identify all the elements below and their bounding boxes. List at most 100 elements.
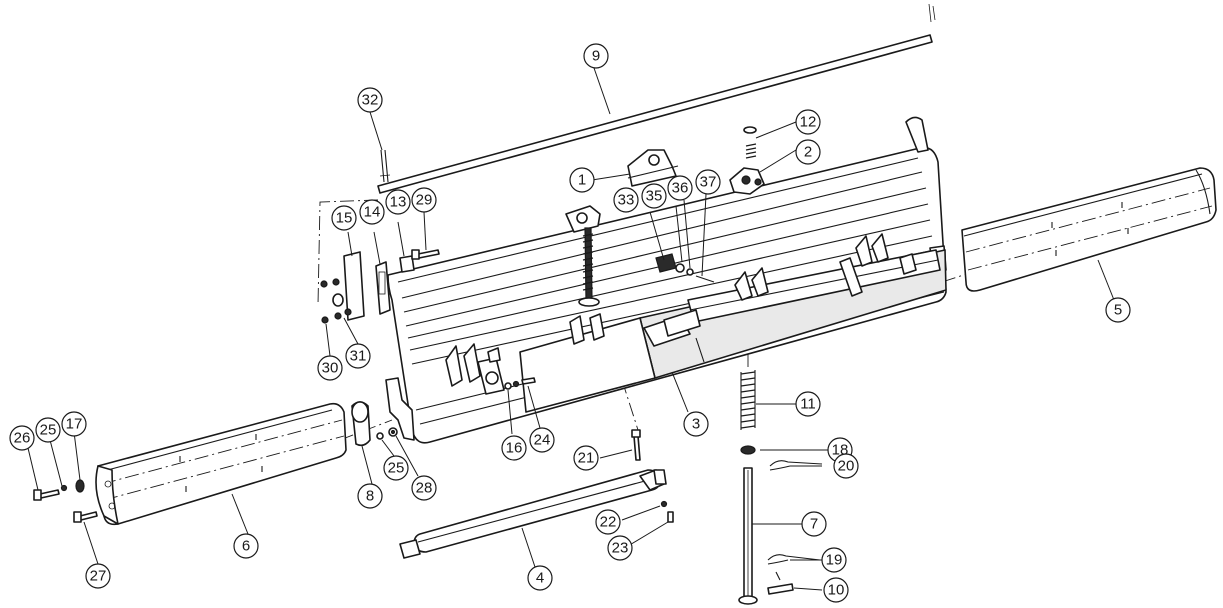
callout-35: 35 bbox=[641, 183, 667, 209]
brackets-13-15 bbox=[343, 251, 415, 321]
shaft-part-4 bbox=[399, 469, 667, 559]
callout-11: 11 bbox=[795, 391, 821, 417]
svg-text:27: 27 bbox=[90, 568, 107, 585]
svg-text:31: 31 bbox=[350, 348, 367, 365]
rod-part-7 bbox=[738, 467, 758, 605]
svg-text:17: 17 bbox=[66, 416, 83, 433]
callouts: 1 2 3 4 5 6 7 8 9 10 11 12 13 14 15 16 1… bbox=[9, 43, 1131, 603]
svg-text:36: 36 bbox=[672, 180, 689, 197]
svg-text:33: 33 bbox=[618, 192, 635, 209]
callout-7: 7 bbox=[801, 511, 827, 537]
svg-text:21: 21 bbox=[578, 450, 595, 467]
svg-text:16: 16 bbox=[506, 440, 523, 457]
svg-text:14: 14 bbox=[364, 204, 381, 221]
svg-text:28: 28 bbox=[416, 480, 433, 497]
washer-part-18 bbox=[740, 445, 756, 455]
callout-25-left: 25 bbox=[35, 417, 61, 443]
callout-3: 3 bbox=[683, 411, 709, 437]
svg-text:19: 19 bbox=[826, 552, 843, 569]
threaded-rod bbox=[582, 233, 594, 291]
svg-text:3: 3 bbox=[692, 416, 700, 433]
hardware-17-26-27 bbox=[33, 479, 98, 523]
clip-part-19 bbox=[767, 554, 821, 565]
callout-6: 6 bbox=[233, 533, 259, 559]
callout-12: 12 bbox=[795, 109, 821, 135]
callout-9: 9 bbox=[583, 43, 609, 69]
callout-17: 17 bbox=[61, 411, 87, 437]
svg-text:25: 25 bbox=[40, 422, 57, 439]
callout-19: 19 bbox=[821, 547, 847, 573]
hardware-22-23 bbox=[660, 500, 674, 523]
callout-20: 20 bbox=[833, 453, 859, 479]
callout-2: 2 bbox=[795, 139, 821, 165]
svg-text:11: 11 bbox=[800, 396, 816, 413]
callout-23: 23 bbox=[607, 535, 633, 561]
svg-text:20: 20 bbox=[838, 458, 855, 475]
callout-8: 8 bbox=[357, 483, 383, 509]
callout-5: 5 bbox=[1105, 297, 1131, 323]
bracket-part-1 bbox=[627, 149, 679, 187]
extension-part-6 bbox=[95, 402, 347, 526]
rod-part-9 bbox=[377, 3, 936, 194]
callout-25-right: 25 bbox=[383, 455, 409, 481]
svg-text:22: 22 bbox=[600, 514, 617, 531]
svg-text:24: 24 bbox=[534, 432, 551, 449]
svg-text:12: 12 bbox=[800, 114, 817, 131]
svg-text:5: 5 bbox=[1114, 302, 1122, 319]
callout-30: 30 bbox=[317, 355, 343, 381]
parts-33-37 bbox=[655, 253, 715, 283]
leader-lines bbox=[27, 67, 1115, 591]
svg-text:1: 1 bbox=[578, 172, 586, 189]
callout-28: 28 bbox=[411, 475, 437, 501]
pivot-tube bbox=[687, 233, 941, 323]
latch-part-2 bbox=[729, 167, 765, 195]
svg-text:37: 37 bbox=[700, 174, 717, 191]
link-part-8 bbox=[351, 401, 371, 447]
svg-text:29: 29 bbox=[416, 192, 433, 209]
svg-text:8: 8 bbox=[366, 488, 374, 505]
tilt-mechanism bbox=[565, 205, 701, 347]
hardware-25-28 bbox=[376, 427, 398, 440]
svg-text:13: 13 bbox=[390, 194, 407, 211]
hardware-30-31 bbox=[320, 278, 352, 324]
svg-text:23: 23 bbox=[612, 540, 629, 557]
callout-10: 10 bbox=[823, 577, 849, 603]
callout-29: 29 bbox=[411, 187, 437, 213]
svg-text:10: 10 bbox=[828, 582, 845, 599]
svg-text:2: 2 bbox=[804, 144, 812, 161]
bolt-part-21 bbox=[631, 429, 641, 461]
lower-lugs bbox=[445, 343, 505, 395]
spring-part-11 bbox=[740, 370, 756, 430]
callout-14: 14 bbox=[359, 199, 385, 225]
pin-part-10 bbox=[767, 571, 794, 595]
callout-15: 15 bbox=[331, 205, 357, 231]
callout-36: 36 bbox=[667, 175, 693, 201]
callout-1: 1 bbox=[569, 167, 595, 193]
bolt-part-29 bbox=[411, 249, 440, 260]
callout-31: 31 bbox=[345, 343, 371, 369]
callout-33: 33 bbox=[613, 187, 639, 213]
extension-part-5 bbox=[961, 167, 1217, 292]
pin-part-32 bbox=[379, 149, 391, 183]
callout-37: 37 bbox=[695, 169, 721, 195]
callout-26: 26 bbox=[9, 425, 35, 451]
callout-32: 32 bbox=[357, 87, 383, 113]
callout-22: 22 bbox=[595, 509, 621, 535]
spring-part-12 bbox=[743, 126, 757, 159]
svg-text:7: 7 bbox=[810, 516, 818, 533]
callout-4: 4 bbox=[527, 565, 553, 591]
svg-text:4: 4 bbox=[536, 570, 544, 587]
callout-27: 27 bbox=[85, 563, 111, 589]
svg-text:35: 35 bbox=[646, 188, 663, 205]
svg-text:26: 26 bbox=[14, 430, 31, 447]
svg-text:6: 6 bbox=[242, 538, 250, 555]
callout-24: 24 bbox=[529, 427, 555, 453]
svg-text:32: 32 bbox=[362, 92, 379, 109]
svg-text:9: 9 bbox=[592, 48, 600, 65]
svg-text:30: 30 bbox=[322, 360, 339, 377]
hardware-16-24 bbox=[504, 377, 536, 390]
clip-part-20 bbox=[769, 460, 823, 471]
callout-13: 13 bbox=[385, 189, 411, 215]
